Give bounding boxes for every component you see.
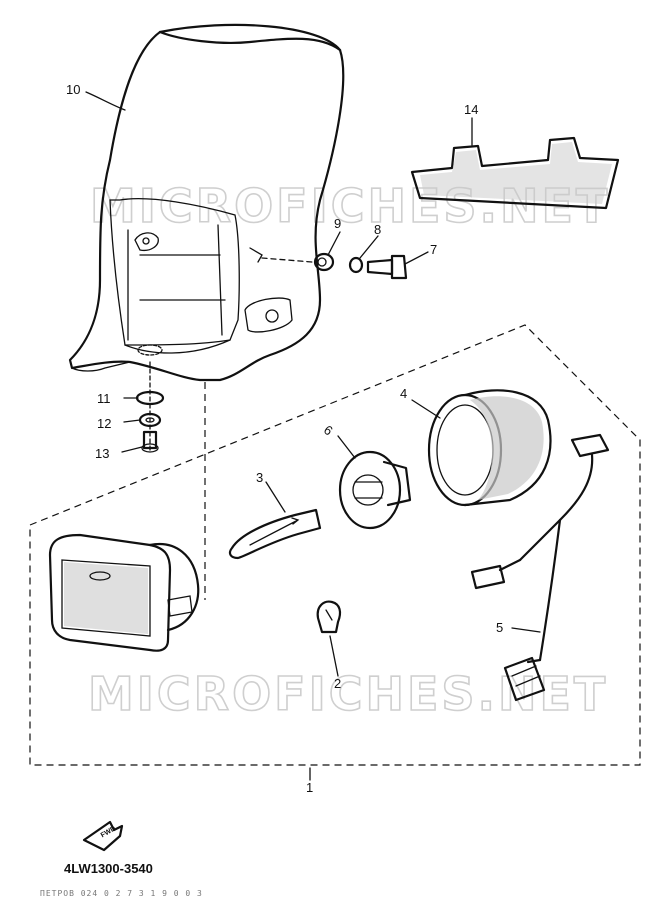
part-9-grommet	[313, 252, 335, 272]
callout-4: 4	[400, 386, 407, 401]
part-8-washer	[348, 256, 364, 274]
callout-7: 7	[430, 242, 437, 257]
part-5-wire-harness	[470, 433, 610, 702]
callout-3: 3	[256, 470, 263, 485]
mount-line	[261, 257, 313, 263]
callout-13: 13	[95, 446, 109, 461]
callout-2: 2	[334, 676, 341, 691]
callout-9: 9	[334, 216, 341, 231]
part-2-small-bulb	[316, 600, 342, 634]
part-4-rim	[427, 389, 552, 507]
headlight-cowl	[68, 23, 345, 382]
part-6-socket	[338, 450, 412, 530]
callout-1: 1	[306, 780, 313, 795]
callout-14: 14	[464, 102, 478, 117]
fwd-arrow-icon: FWD	[82, 820, 124, 852]
callout-12: 12	[97, 416, 111, 431]
part-3-bulb	[228, 508, 322, 560]
assembly-boundary	[29, 324, 641, 766]
callout-10: 10	[66, 82, 80, 97]
callout-6: 6	[321, 422, 336, 438]
part-13-bolt	[141, 430, 159, 453]
part-14-bracket	[410, 136, 620, 210]
footer-text: ПЕТРОВ 024 0 2 7 3 1 9 0 0 3	[40, 889, 203, 898]
leader-lines	[85, 91, 541, 781]
headlight-unit	[48, 533, 200, 652]
callout-8: 8	[374, 222, 381, 237]
callout-11: 11	[97, 391, 111, 406]
part-7-screw	[366, 254, 408, 280]
watermark-bottom: MICROFICHES.NET	[88, 667, 608, 721]
document-code: 4LW1300-3540	[64, 861, 153, 876]
callout-5: 5	[496, 620, 503, 635]
